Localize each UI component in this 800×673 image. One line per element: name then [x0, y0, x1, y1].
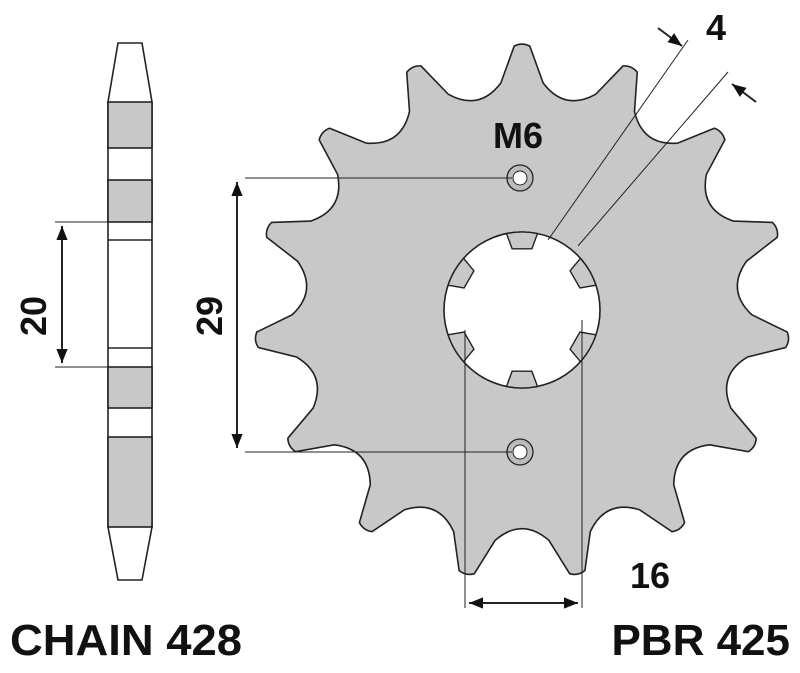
spline-tooth — [569, 257, 597, 289]
spline-dimension — [464, 320, 583, 609]
spline-tooth — [505, 370, 539, 389]
spline-tooth — [447, 257, 475, 289]
bolt-hole-bottom — [506, 438, 534, 466]
chain-label: CHAIN 428 — [10, 616, 242, 665]
part-number-label: PBR 425 — [611, 616, 790, 665]
bolt-size-label: M6 — [493, 115, 543, 156]
spline-tooth — [505, 231, 539, 250]
side-view — [107, 42, 153, 581]
thickness-dimension — [547, 27, 757, 247]
spline-width-label: 16 — [630, 555, 670, 596]
spline-teeth — [447, 231, 597, 389]
thickness-label: 4 — [706, 7, 726, 48]
center-bore — [443, 231, 601, 389]
spline-tooth — [447, 331, 475, 363]
bolt-spacing-label: 29 — [189, 296, 230, 336]
hub-width-dimension — [55, 221, 108, 368]
sprocket — [254, 43, 790, 576]
bolt-hole-top — [506, 164, 534, 192]
spline-tooth — [569, 331, 597, 363]
hub-width-label: 20 — [13, 296, 54, 336]
bolt-spacing-dimension — [231, 177, 512, 453]
